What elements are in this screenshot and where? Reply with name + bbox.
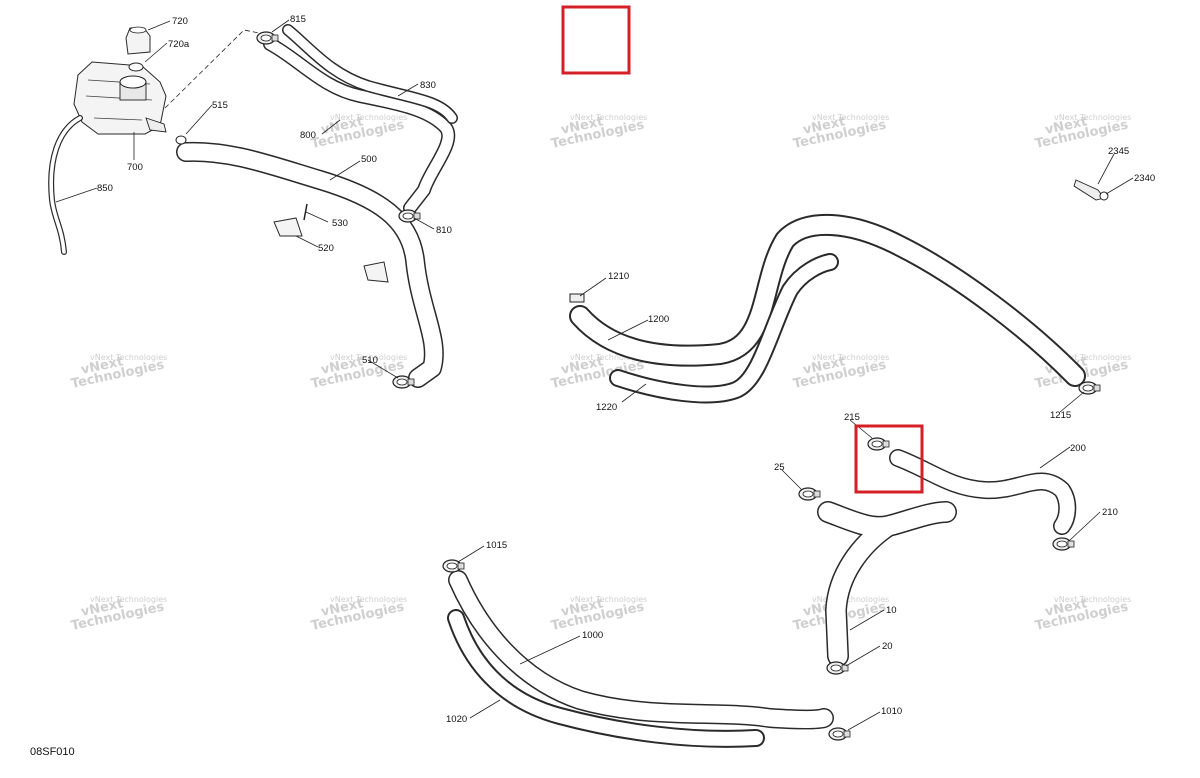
hose-1220	[609, 253, 839, 404]
highlight-box-top	[561, 5, 631, 75]
callout-850: 850	[97, 183, 113, 194]
clamp-1015	[442, 559, 465, 573]
bracket-520	[273, 203, 389, 283]
clamp-515	[175, 135, 187, 145]
hose-1020	[447, 609, 765, 748]
callout-20: 20	[882, 641, 893, 652]
callout-720: 720	[172, 16, 188, 27]
assembly-link-line	[164, 29, 265, 109]
hose-850	[48, 115, 83, 255]
callout-1200: 1200	[648, 314, 669, 325]
callout-1010: 1010	[881, 706, 902, 717]
callout-1215: 1215	[1050, 410, 1071, 421]
callout-10: 10	[886, 605, 897, 616]
hose-200	[889, 449, 1077, 535]
clamp-1010	[828, 727, 851, 741]
callout-2340: 2340	[1134, 173, 1155, 184]
clamp-810	[398, 209, 421, 223]
hose-1200	[569, 213, 1086, 387]
callout-515: 515	[212, 100, 228, 111]
callout-800: 800	[300, 130, 316, 141]
fitting-2340	[1073, 179, 1109, 201]
callout-520: 520	[318, 243, 334, 254]
coolant-reservoir	[73, 26, 167, 135]
callout-810: 810	[436, 225, 452, 236]
callout-25: 25	[774, 462, 785, 473]
callout-1220: 1220	[596, 402, 617, 413]
hose-1000	[448, 570, 834, 730]
hose-500	[176, 141, 444, 388]
watermark-layer	[69, 113, 1132, 634]
clamp-210	[1052, 537, 1075, 551]
diagram-code: 08SF010	[30, 746, 75, 758]
hose-10	[817, 501, 957, 667]
highlight-box-215	[854, 424, 924, 494]
clamp-1215	[1078, 381, 1101, 395]
callout-830: 830	[420, 80, 436, 91]
callout-1000: 1000	[582, 630, 603, 641]
callout-labels: 720 720a 815 830 515 800 700 500 850 530…	[97, 14, 1155, 725]
clamp-215	[867, 437, 890, 451]
callout-1015: 1015	[486, 540, 507, 551]
callout-215: 215	[844, 412, 860, 423]
hose-830	[263, 24, 458, 215]
callout-2345: 2345	[1108, 146, 1129, 157]
callout-700: 700	[127, 162, 143, 173]
fitting-1210	[569, 293, 585, 303]
callout-200: 200	[1070, 443, 1086, 454]
callout-500: 500	[361, 154, 377, 165]
callout-210: 210	[1102, 507, 1118, 518]
callout-720a: 720a	[168, 39, 190, 50]
callout-815: 815	[290, 14, 306, 25]
callout-530: 530	[332, 218, 348, 229]
leader-lines	[55, 19, 1134, 731]
callout-1020: 1020	[446, 714, 467, 725]
callout-1210: 1210	[608, 271, 629, 282]
callout-510: 510	[362, 355, 378, 366]
